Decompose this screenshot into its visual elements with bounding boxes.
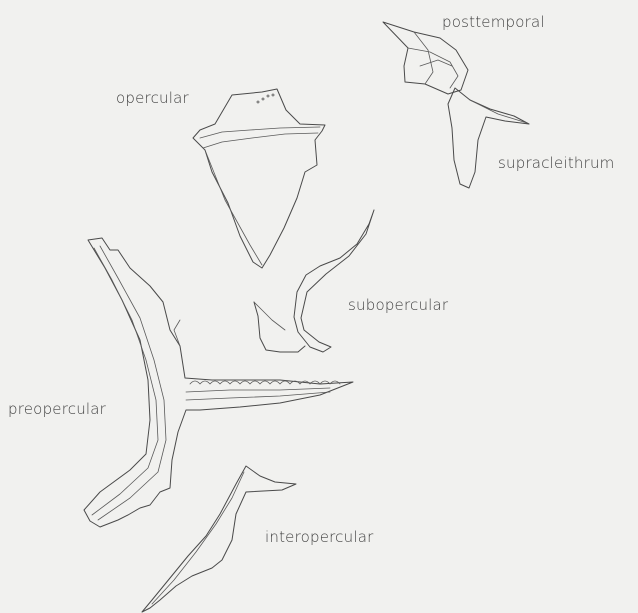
posttemporal-label: posttemporal xyxy=(442,13,545,31)
posttemporal-bone xyxy=(383,22,468,94)
preopercular-label: preopercular xyxy=(8,400,106,418)
supracleithrum-bone xyxy=(448,88,529,188)
opercular-bone xyxy=(193,89,325,268)
preopercular-bone xyxy=(84,238,353,527)
supracleithrum-label: supracleithrum xyxy=(498,154,615,172)
subopercular-label: subopercular xyxy=(348,296,448,314)
interopercular-label: interopercular xyxy=(265,528,373,546)
subopercular-bone xyxy=(254,210,374,352)
opercular-label: opercular xyxy=(116,89,189,107)
